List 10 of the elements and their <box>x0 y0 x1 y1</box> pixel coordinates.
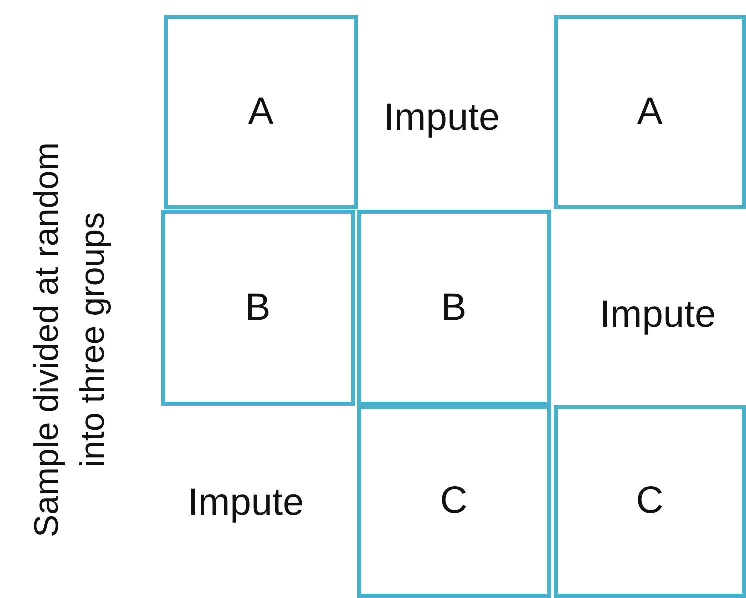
axis-caption: Sample divided at random into three groups <box>27 142 113 540</box>
impute-label: Impute <box>600 294 716 337</box>
group-box: B <box>357 210 551 406</box>
impute-label: Impute <box>188 482 304 525</box>
group-box: C <box>357 405 551 598</box>
group-box: B <box>161 210 355 406</box>
group-box: A <box>164 15 358 209</box>
impute-label: Impute <box>384 97 500 140</box>
group-box: A <box>554 15 746 209</box>
group-box: C <box>554 405 746 598</box>
